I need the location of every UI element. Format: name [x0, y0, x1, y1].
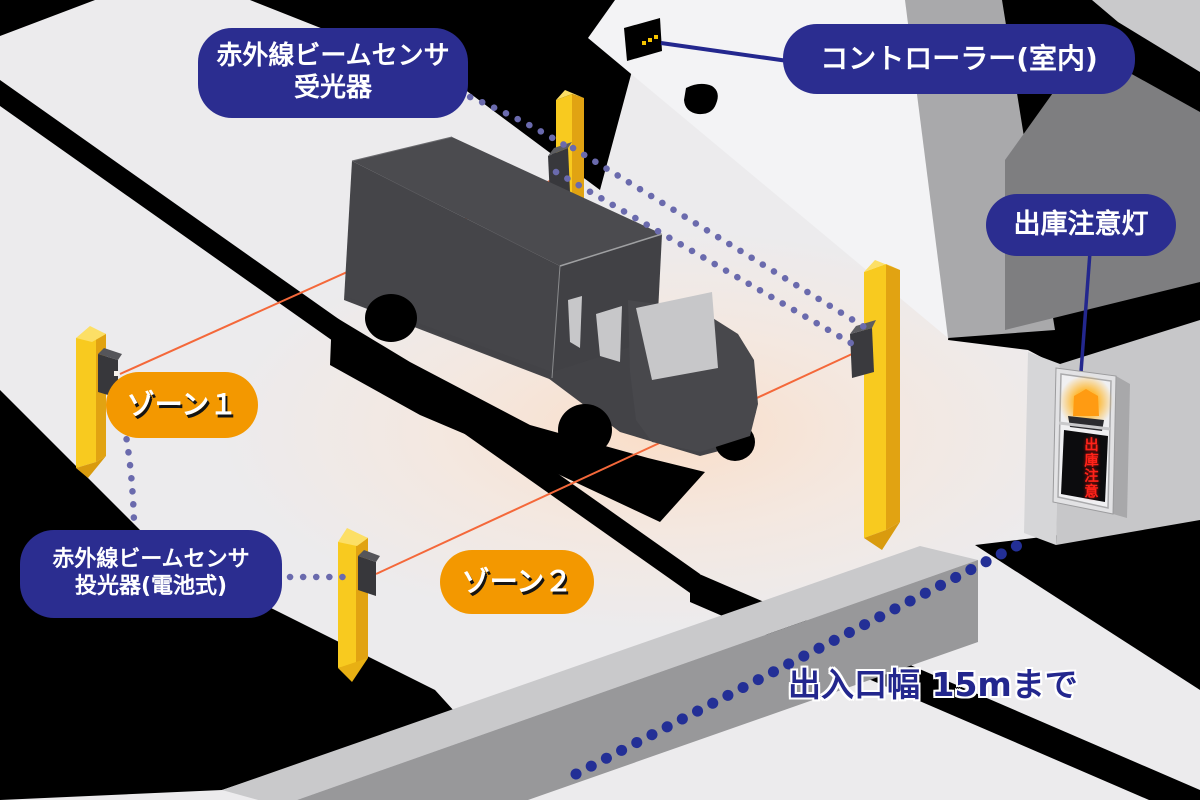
sensor-zone2	[358, 550, 380, 596]
controller-pointer-line	[660, 41, 796, 64]
truck-box-top	[352, 137, 662, 266]
post-zone1	[76, 326, 122, 478]
truck	[344, 136, 758, 461]
truck-wheel-rear	[365, 294, 417, 342]
fence-front-face	[297, 560, 978, 800]
truck-windshield	[636, 292, 718, 380]
truck-cab	[568, 292, 758, 452]
controller-led	[648, 38, 652, 42]
post-right	[850, 260, 900, 550]
fence-wall	[222, 546, 978, 800]
label-warning-light: 出庫注意灯	[986, 194, 1176, 256]
label-controller: コントローラー(室内)	[783, 24, 1135, 94]
controller-window	[624, 18, 662, 61]
controller-led	[654, 35, 658, 39]
label-zone1: ゾーン１	[106, 372, 258, 438]
dark-wedge-top	[250, 0, 650, 190]
label-receiver-line2: 受光器	[293, 73, 372, 103]
dotted-receiver-label-link	[454, 88, 570, 150]
label-receiver-line1: 赤外線ビームセンサ	[216, 41, 450, 72]
truck-box-side	[344, 161, 560, 380]
label-transmitter: 赤外線ビームセンサ 投光器(電池式)	[20, 530, 282, 618]
warning-light-device	[1052, 251, 1130, 518]
label-zone1-text: ゾーン１	[126, 387, 238, 421]
wall-left-face	[1024, 352, 1060, 545]
beam-zone2	[375, 353, 853, 575]
label-zone2-text: ゾーン２	[461, 564, 573, 598]
truck-wheel-front	[558, 404, 612, 456]
label-transmitter-line2: 投光器(電池式)	[74, 574, 228, 599]
warning-pointer-line	[1079, 251, 1092, 373]
warning-frame-side	[1113, 376, 1130, 518]
fence-top-face	[222, 546, 978, 800]
post-receiver	[548, 90, 584, 212]
entrance-width-text: 出入口幅 15mまで	[788, 665, 1078, 704]
controller-led	[642, 41, 646, 45]
label-transmitter-line1: 赤外線ビームセンサ	[52, 547, 250, 573]
label-warning-light-text: 出庫注意灯	[1013, 208, 1149, 240]
dotted-beam-path-1	[569, 144, 870, 332]
label-controller-text: コントローラー(室内)	[820, 41, 1098, 75]
dotted-entrance-width-line	[570, 534, 1034, 780]
truck-side-window	[596, 306, 622, 362]
corner-stripe	[0, 0, 95, 36]
beacon-dome	[1073, 389, 1099, 416]
label-receiver: 赤外線ビームセンサ 受光器	[198, 28, 468, 118]
dotted-beam-path-2	[552, 168, 860, 350]
wall-corner-face	[1092, 0, 1200, 72]
label-zone2: ゾーン２	[440, 550, 594, 614]
dotted-lines	[112, 88, 1034, 780]
shadow-below-wall	[975, 518, 1200, 690]
post-zone2	[338, 528, 380, 682]
truck-shadow	[330, 315, 705, 522]
controller-device	[642, 35, 796, 64]
warning-display	[1061, 430, 1108, 502]
wall-upper-face	[1005, 48, 1200, 330]
truck-vent-window	[568, 296, 582, 348]
building-window-opening	[684, 83, 718, 115]
warning-sign-text: 出庫注意	[1082, 437, 1098, 499]
